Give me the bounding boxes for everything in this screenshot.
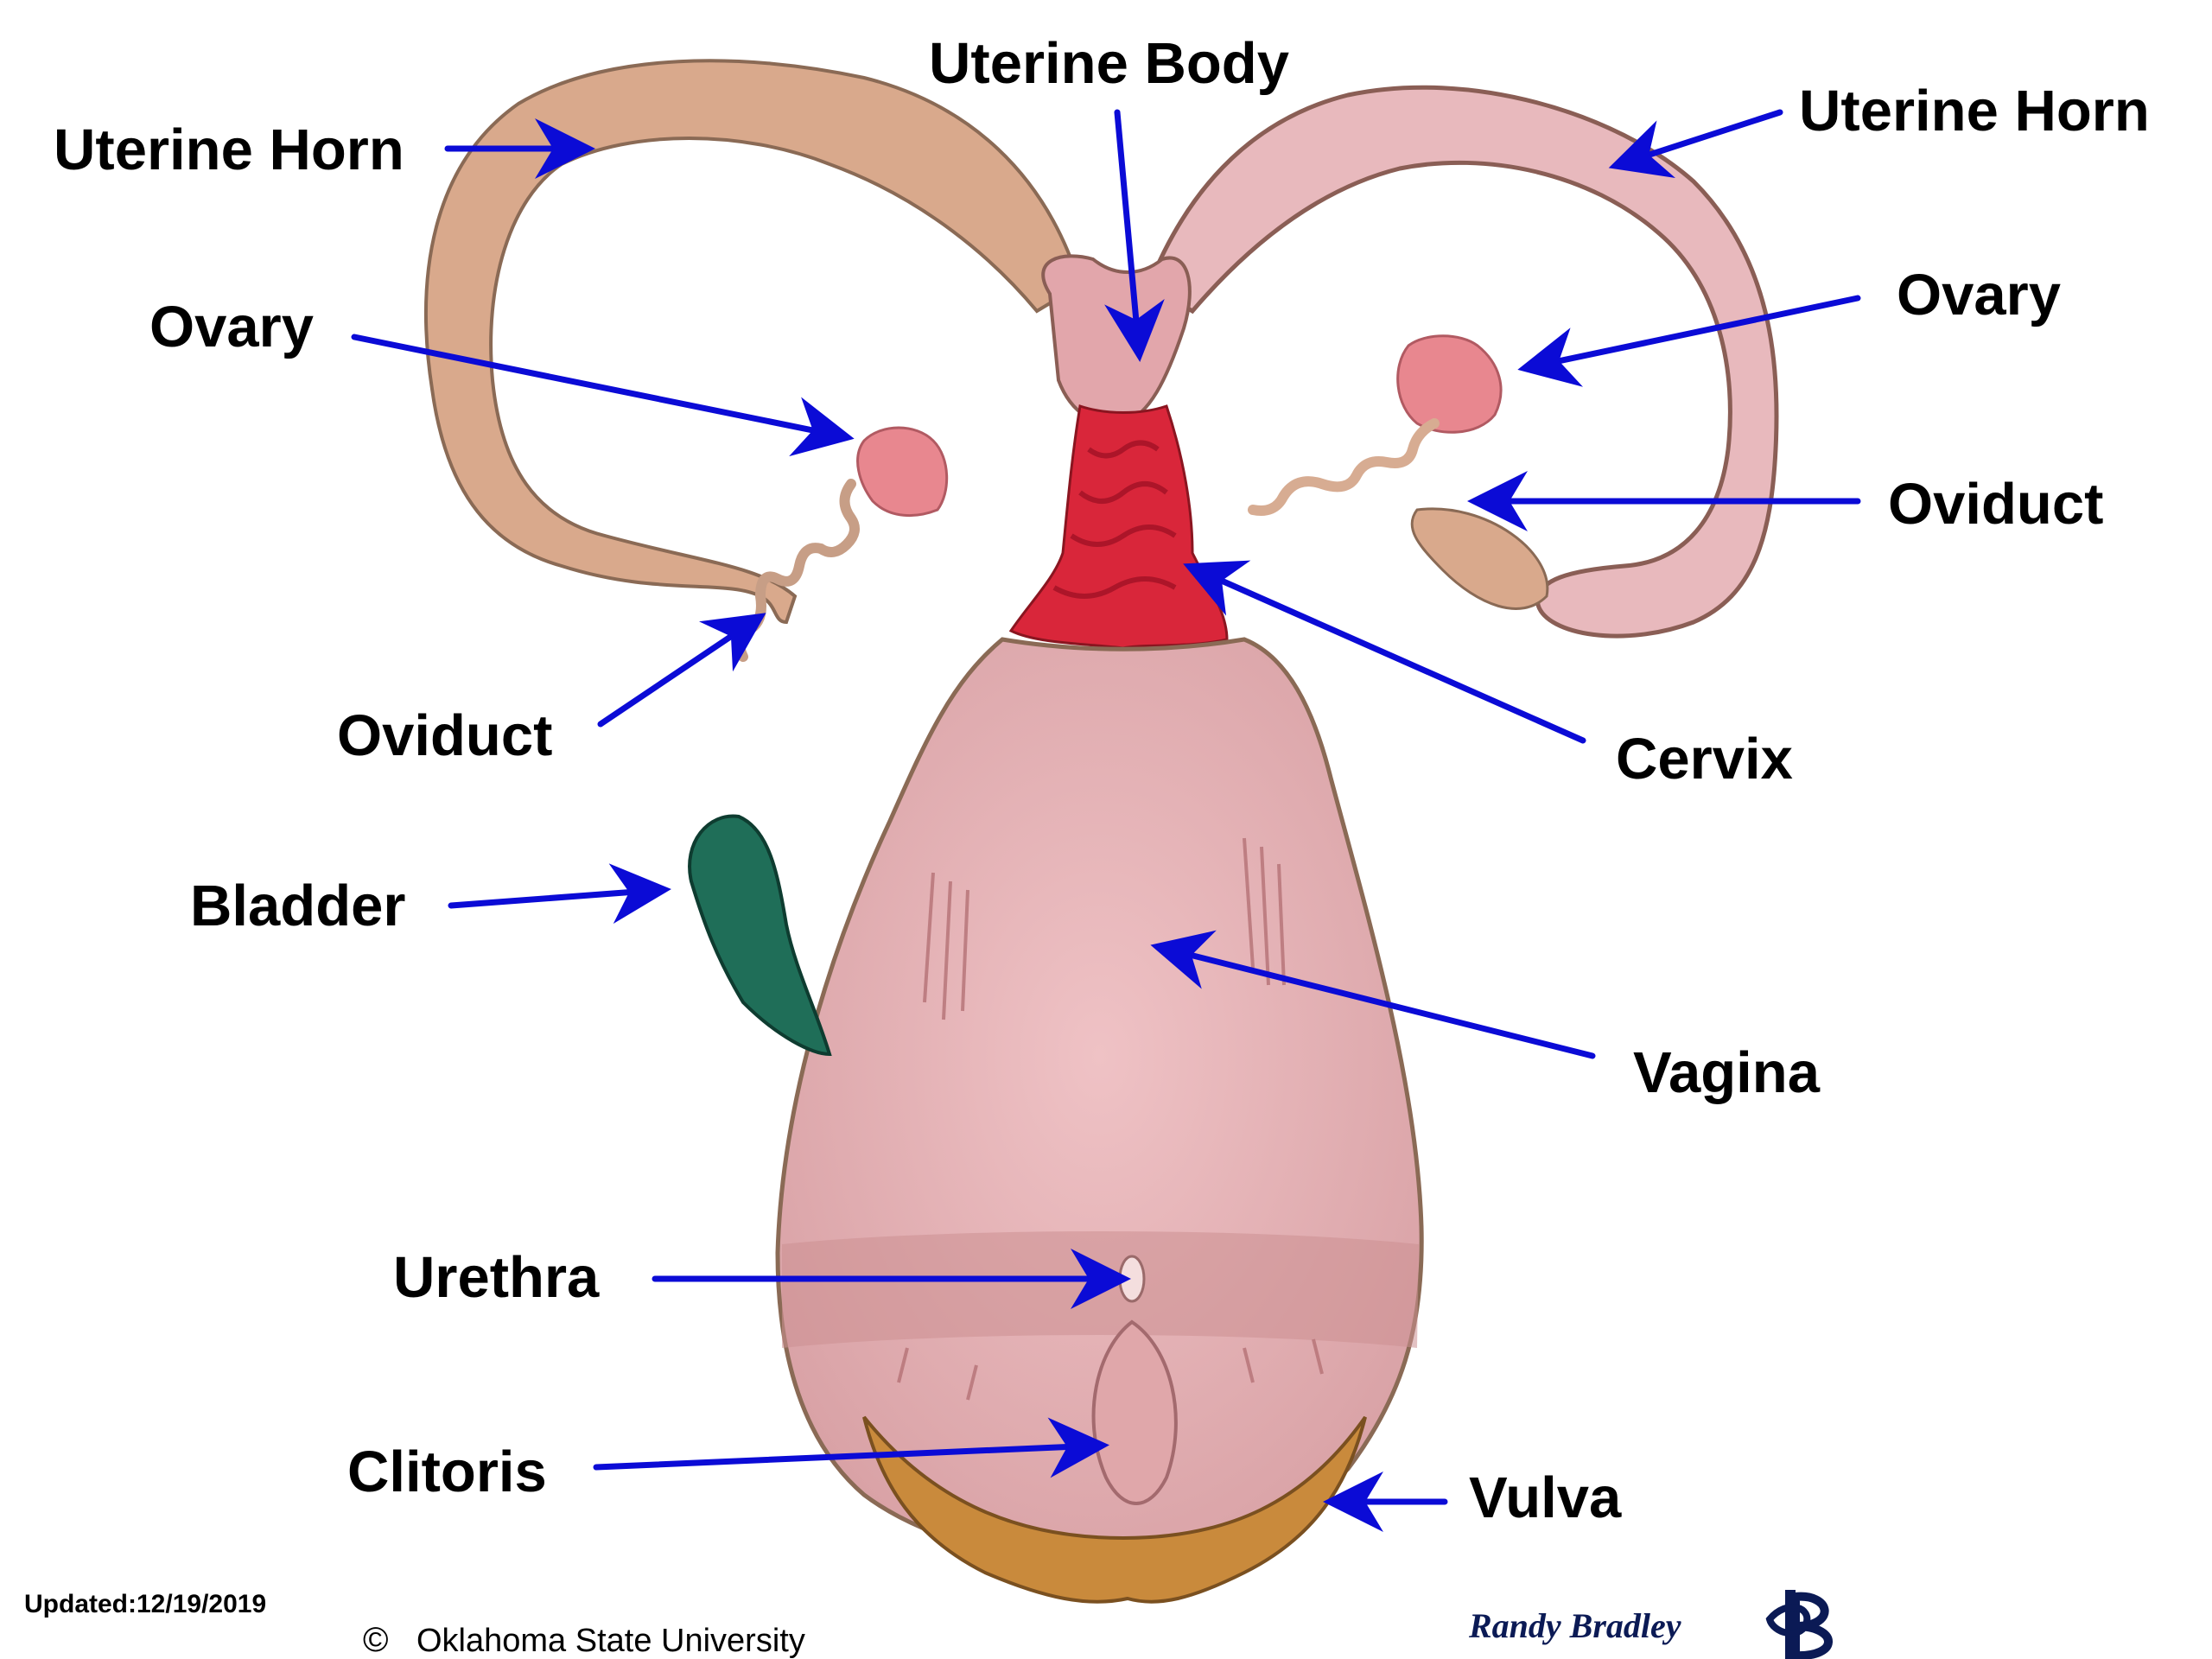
right-horn-lower-segment (1410, 507, 1549, 610)
arrow-uterine-horn-right (1608, 109, 1783, 179)
label-bladder: Bladder (190, 874, 406, 938)
arrow-ovary-left (351, 334, 855, 457)
label-vagina: Vagina (1633, 1040, 1820, 1105)
right-oviduct-shape (1248, 418, 1440, 516)
copyright-holder: Oklahoma State University (416, 1623, 805, 1659)
label-uterine-horn-left: Uterine Horn (54, 118, 404, 182)
label-oviduct-right: Oviduct (1888, 472, 2104, 537)
arrow-cervix (1183, 560, 1586, 744)
arrow-bladder (448, 863, 671, 925)
urethral-band (782, 1231, 1419, 1348)
arrow-vagina (1150, 930, 1596, 1059)
left-uterine-horn-shape (424, 59, 1083, 625)
label-cervix: Cervix (1616, 727, 1793, 791)
arrow-uterine-body (1104, 109, 1165, 362)
label-oviduct-left: Oviduct (337, 703, 553, 768)
arrow-ovary-right (1517, 295, 1861, 387)
clitoris-shape (1091, 1319, 1178, 1505)
left-oviduct-shape (734, 479, 860, 662)
right-ovary-shape (1396, 334, 1503, 434)
vulva-shape (862, 1415, 1367, 1604)
urethra-opening (1118, 1255, 1146, 1303)
label-ovary-right: Ovary (1897, 263, 2061, 327)
left-ovary-shape (856, 426, 949, 518)
uterine-body-shape (1041, 254, 1192, 426)
label-clitoris: Clitoris (347, 1440, 547, 1504)
copyright-symbol: © (363, 1621, 389, 1659)
arrow-clitoris (593, 1417, 1109, 1478)
label-ovary-left: Ovary (149, 295, 314, 359)
updated-date: Updated:12/19/2019 (24, 1590, 267, 1618)
leader-arrows (351, 109, 1861, 1532)
cervix-folds (1052, 440, 1177, 599)
vaginal-folds (897, 837, 1324, 1401)
right-uterine-horn-shape (1146, 85, 1779, 639)
label-urethra: Urethra (393, 1245, 600, 1310)
signature-text: Randy Bradley (1469, 1606, 1681, 1645)
label-vulva: Vulva (1469, 1465, 1622, 1530)
label-uterine-body: Uterine Body (929, 31, 1289, 96)
cervix-shape (1008, 404, 1229, 650)
signature-monogram (1765, 1590, 1833, 1659)
arrow-oviduct-left (597, 613, 766, 728)
label-uterine-horn-right: Uterine Horn (1799, 79, 2150, 143)
bladder-shape (688, 814, 832, 1057)
